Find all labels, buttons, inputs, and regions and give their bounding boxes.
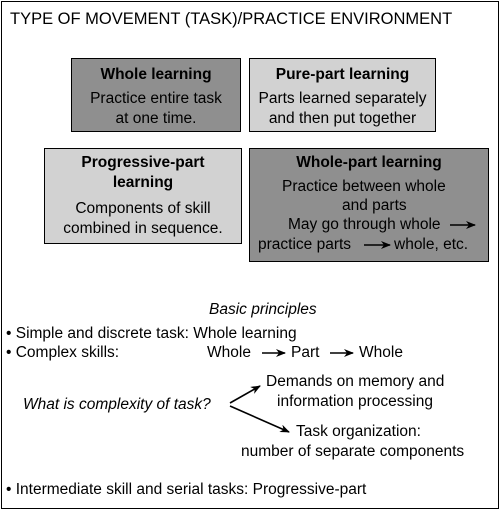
- bullet-intermediate-serial: • Intermediate skill and serial tasks: P…: [6, 481, 367, 498]
- sequence-whole-first: Whole: [207, 344, 251, 361]
- whole-learning-heading: Whole learning: [100, 66, 212, 83]
- sequence-whole-second: Whole: [359, 344, 403, 361]
- pure-part-learning-box: Pure-part learning Parts learned separat…: [249, 58, 436, 132]
- progressive-part-learning-line1: Components of skill: [75, 200, 211, 217]
- branch-memory-line1: Demands on memory and: [266, 373, 445, 390]
- branch-memory-line2: information processing: [277, 393, 433, 410]
- progressive-part-learning-heading-line2: learning: [112, 174, 174, 191]
- pure-part-learning-heading: Pure-part learning: [275, 66, 410, 83]
- whole-part-line1: Practice between whole: [282, 178, 446, 195]
- bullet-simple-discrete: • Simple and discrete task: Whole learni…: [6, 325, 297, 342]
- progressive-part-learning-line2: combined in sequence.: [63, 220, 223, 237]
- arrow-question-to-organization: [229, 405, 290, 433]
- pure-part-learning-line2: and then put together: [268, 110, 417, 127]
- principles-heading: Basic principles: [209, 301, 317, 318]
- whole-part-line4-start: practice parts: [258, 236, 352, 253]
- branch-organization-line1: Task organization:: [296, 423, 421, 440]
- whole-learning-line1: Practice entire task: [90, 90, 222, 107]
- whole-part-learning-heading: Whole-part learning: [296, 154, 442, 171]
- bullet-complex-skills: • Complex skills:: [6, 344, 120, 361]
- whole-learning-line2: at one time.: [115, 110, 197, 127]
- sequence-part: Part: [291, 344, 320, 361]
- whole-learning-box: Whole learning Practice entire task at o…: [71, 58, 241, 132]
- arrow-question-to-memory: [229, 385, 261, 404]
- whole-part-line2: and parts: [342, 197, 407, 214]
- pure-part-learning-line1: Parts learned separately: [258, 90, 427, 107]
- whole-part-line3: May go through whole: [288, 216, 441, 233]
- diagram-title: TYPE OF MOVEMENT (TASK)/PRACTICE ENVIRON…: [10, 10, 453, 28]
- branch-organization-line2: number of separate components: [241, 443, 465, 460]
- progressive-part-learning-heading-line1: Progressive-part: [81, 154, 205, 171]
- whole-part-learning-box: Whole-part learning: [249, 148, 489, 262]
- progressive-part-learning-box: Progressive-part learning Components of …: [44, 148, 242, 244]
- complexity-question: What is complexity of task?: [23, 396, 211, 413]
- whole-part-line4-end: whole, etc.: [394, 236, 469, 253]
